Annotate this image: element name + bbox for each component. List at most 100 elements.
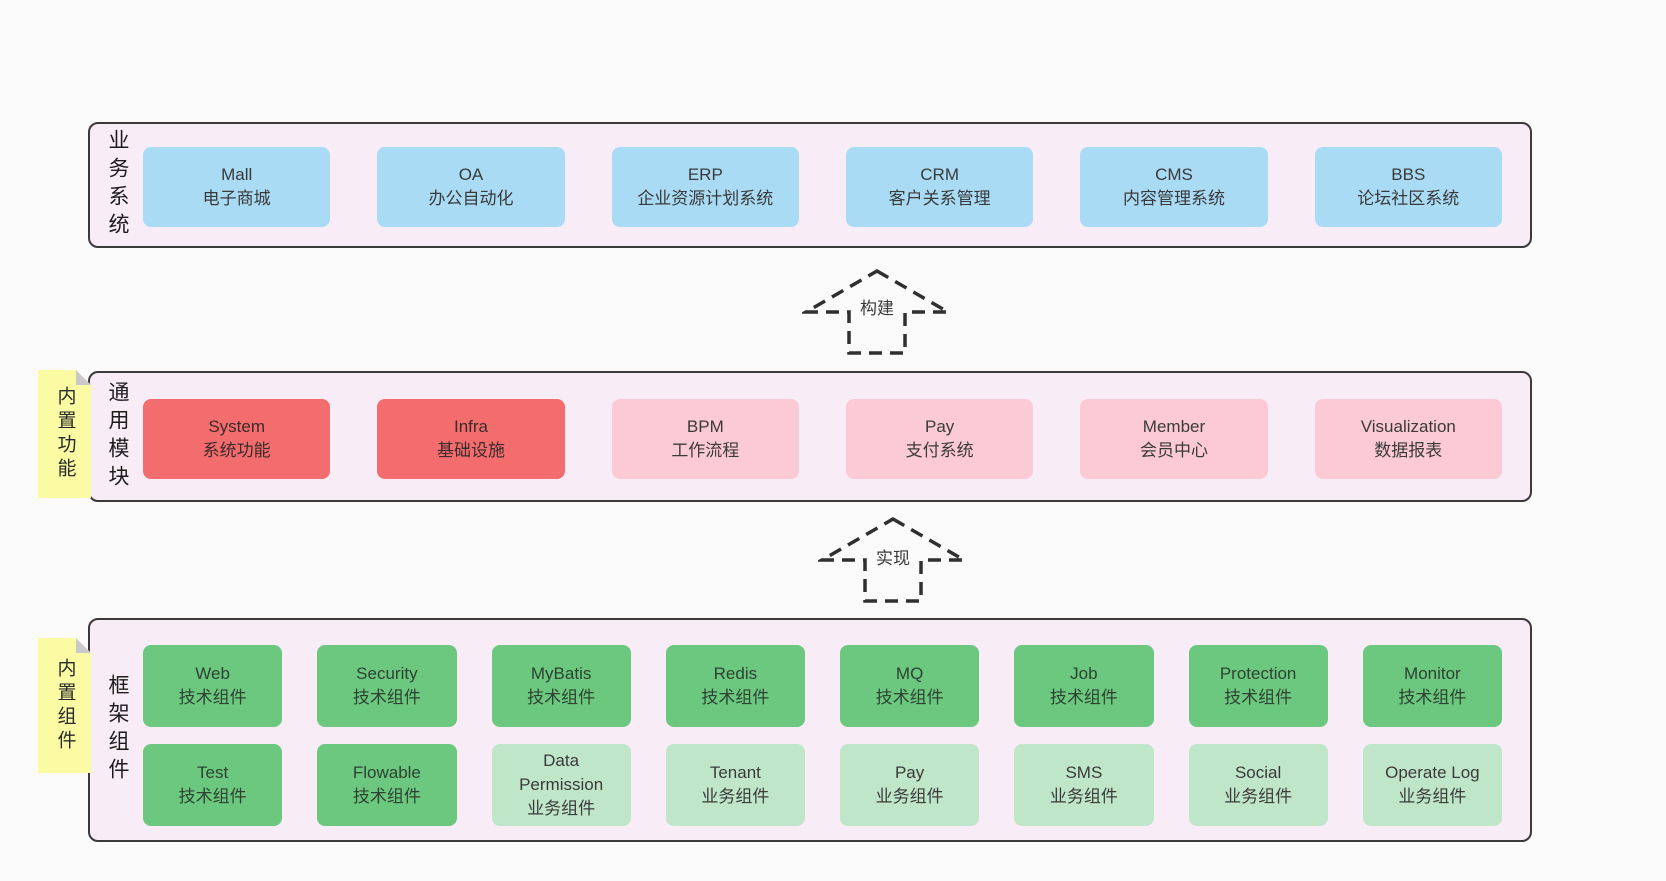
build-arrow-label: 构建: [857, 294, 897, 319]
component-box-title: BPM: [686, 417, 724, 436]
component-box-protection: Protection 技术组件: [1188, 645, 1328, 727]
component-box-title: Test: [197, 763, 229, 782]
component-box-title: Social: [1234, 763, 1282, 782]
component-box-title: CMS: [1155, 165, 1193, 184]
component-box-redis: Redis 技术组件: [665, 645, 805, 727]
component-box-subtitle: 技术组件: [1398, 688, 1467, 707]
component-box-erp: ERP 企业资源计划系统: [611, 147, 799, 227]
component-box-subtitle: 客户关系管理: [888, 189, 991, 208]
component-box-title: Data Permission: [519, 751, 604, 794]
component-box-title: Tenant: [709, 763, 761, 782]
component-box-title: BBS: [1391, 165, 1426, 184]
framework-components-side-label: 框架组件: [106, 674, 129, 786]
component-box-subtitle: 企业资源计划系统: [637, 189, 774, 208]
component-box-subtitle: 技术组件: [178, 787, 247, 806]
component-box-subtitle: 技术组件: [178, 688, 247, 707]
component-box-member: Member 会员中心: [1080, 399, 1268, 479]
component-box-job: Job 技术组件: [1014, 645, 1154, 727]
component-box-subtitle: 技术组件: [352, 688, 421, 707]
component-box-title: SMS: [1065, 763, 1103, 782]
component-box-cms: CMS 内容管理系统: [1080, 147, 1268, 227]
component-box-bbs: BBS 论坛社区系统: [1314, 147, 1502, 227]
component-box-subtitle: 论坛社区系统: [1357, 189, 1460, 208]
component-box-sms: SMS 业务组件: [1014, 744, 1154, 826]
component-box-pay: Pay 业务组件: [840, 744, 980, 826]
component-box-tenant: Tenant 业务组件: [665, 744, 805, 826]
implement-arrow-label: 实现: [873, 544, 913, 569]
component-box-title: Redis: [713, 664, 758, 683]
component-box-operate-log: Operate Log 业务组件: [1362, 744, 1502, 826]
build-arrow-icon: [802, 268, 952, 356]
component-box-title: Operate Log: [1385, 763, 1480, 782]
component-box-title: System: [208, 417, 265, 436]
component-box-security: Security 技术组件: [317, 645, 457, 727]
component-box-subtitle: 基础设施: [436, 441, 505, 460]
component-box-title: Job: [1070, 664, 1098, 683]
component-box-pay: Pay 支付系统: [845, 399, 1034, 479]
component-box-subtitle: 业务组件: [1049, 787, 1118, 806]
component-box-data-permission: Data Permission 业务组件: [491, 744, 631, 826]
component-box-crm: CRM 客户关系管理: [845, 147, 1034, 227]
business-systems-row: Mall 电子商城 OA 办公自动化 ERP 企业资源计划系统 CRM 客户关系管理 CMS 内容…: [143, 147, 1502, 227]
component-box-subtitle: 系统功能: [202, 441, 271, 460]
component-box-title: Monitor: [1404, 664, 1461, 683]
component-box-subtitle: 业务组件: [527, 799, 596, 818]
component-box-test: Test 技术组件: [143, 744, 283, 826]
component-box-title: Web: [195, 664, 230, 683]
component-box-title: Mall: [221, 165, 253, 184]
component-box-title: ERP: [687, 165, 723, 184]
component-box-title: MQ: [895, 664, 924, 683]
business-systems-container: 业务系统 Mall 电子商城 OA 办公自动化 ERP 企业资源计划系统 CRM 客户关系管理…: [88, 122, 1532, 248]
component-box-subtitle: 工作流程: [671, 441, 740, 460]
component-box-title: Pay: [894, 763, 925, 782]
component-box-subtitle: 技术组件: [875, 688, 944, 707]
built-in-features-note: 内置功能: [38, 370, 91, 498]
component-box-oa: OA 办公自动化: [377, 147, 565, 227]
component-box-visualization: Visualization 数据报表: [1314, 399, 1502, 479]
component-box-infra: Infra 基础设施: [377, 399, 565, 479]
component-box-subtitle: 技术组件: [701, 688, 770, 707]
component-box-title: CRM: [920, 165, 959, 184]
component-box-system: System 系统功能: [143, 399, 331, 479]
built-in-components-note: 内置组件: [38, 638, 91, 773]
component-box-title: Security: [356, 664, 418, 683]
component-box-subtitle: 电子商城: [202, 189, 271, 208]
component-box-subtitle: 会员中心: [1139, 441, 1208, 460]
component-box-subtitle: 业务组件: [875, 787, 944, 806]
component-box-subtitle: 内容管理系统: [1122, 189, 1225, 208]
implement-arrow-icon: [818, 516, 968, 604]
component-box-mall: Mall 电子商城: [143, 147, 331, 227]
common-modules-container: 通用模块 System 系统功能 Infra 基础设施 BPM 工作流程 Pay 支付系统 Me…: [88, 371, 1532, 502]
component-box-subtitle: 业务组件: [1224, 787, 1293, 806]
component-box-title: Member: [1142, 417, 1206, 436]
business-systems-side-label: 业务系统: [106, 129, 129, 241]
component-box-flowable: Flowable 技术组件: [317, 744, 457, 826]
component-box-subtitle: 办公自动化: [428, 189, 514, 208]
component-box-title: Flowable: [352, 763, 421, 782]
built-in-features-note-label: 内置功能: [54, 386, 76, 482]
component-box-subtitle: 技术组件: [1224, 688, 1293, 707]
component-box-subtitle: 数据报表: [1374, 441, 1443, 460]
component-box-title: Protection: [1219, 664, 1297, 683]
component-box-subtitle: 业务组件: [701, 787, 770, 806]
component-box-title: Pay: [925, 417, 955, 436]
component-box-title: OA: [458, 165, 484, 184]
component-box-bpm: BPM 工作流程: [611, 399, 799, 479]
component-box-title: Infra: [453, 417, 488, 436]
component-box-subtitle: 支付系统: [905, 441, 974, 460]
component-box-subtitle: 技术组件: [352, 787, 421, 806]
component-box-title: MyBatis: [530, 664, 592, 683]
common-modules-side-label: 通用模块: [106, 380, 129, 493]
component-box-monitor: Monitor 技术组件: [1362, 645, 1502, 727]
component-box-social: Social 业务组件: [1188, 744, 1328, 826]
component-box-title: Visualization: [1360, 417, 1456, 436]
component-box-web: Web 技术组件: [143, 645, 283, 727]
common-modules-row: System 系统功能 Infra 基础设施 BPM 工作流程 Pay 支付系统 Member 会…: [143, 399, 1502, 479]
component-box-subtitle: 业务组件: [1398, 787, 1467, 806]
component-box-mq: MQ 技术组件: [840, 645, 980, 727]
component-box-subtitle: 技术组件: [1049, 688, 1118, 707]
